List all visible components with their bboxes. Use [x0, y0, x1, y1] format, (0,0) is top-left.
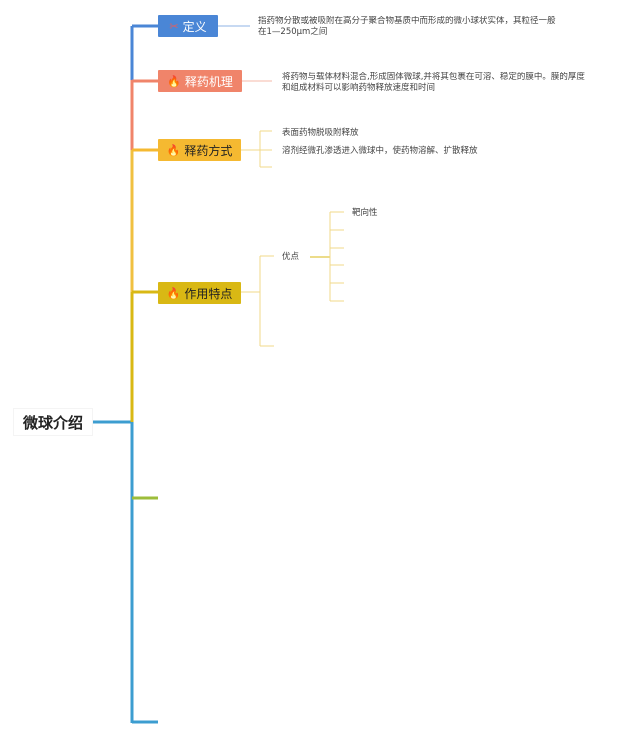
branch-label: 作用特点 [184, 286, 233, 301]
branch-label: 释药机理 [184, 74, 233, 89]
branch-definition[interactable]: ✂ 定义 [158, 15, 218, 37]
flame-icon: 🔥 [167, 74, 181, 88]
flame-icon: 🔥 [166, 286, 181, 300]
advantages-label: 优点 [282, 252, 300, 262]
mechanism-text: 将药物与载体材料混合,形成固体微球,并将其包裹在可溶、稳定的膜中。膜的厚度 和组… [282, 72, 585, 92]
scissors-icon: ✂ [169, 19, 179, 33]
release-method-item: 溶剂经微孔渗透进入微球中，使药物溶解、扩散释放 [282, 146, 478, 156]
branch-characteristics[interactable]: 🔥 作用特点 [158, 282, 241, 304]
advantage-item: 靶向性 [352, 208, 378, 218]
branch-label: 释药方式 [184, 143, 233, 158]
root-node[interactable]: 微球介绍 [14, 409, 92, 435]
definition-text: 指药物分散或被吸附在高分子聚合物基质中而形成的微小球状实体，其粒径一般 在1—2… [258, 16, 556, 36]
root-label: 微球介绍 [22, 413, 83, 432]
branch-release-method[interactable]: 🔥 释药方式 [158, 139, 241, 161]
release-method-item: 表面药物脱吸附释放 [282, 128, 359, 138]
branch-release-mechanism[interactable]: 🔥 释药机理 [158, 70, 242, 92]
branch-label: 定义 [182, 19, 207, 34]
flame-icon: 🔥 [166, 143, 181, 157]
